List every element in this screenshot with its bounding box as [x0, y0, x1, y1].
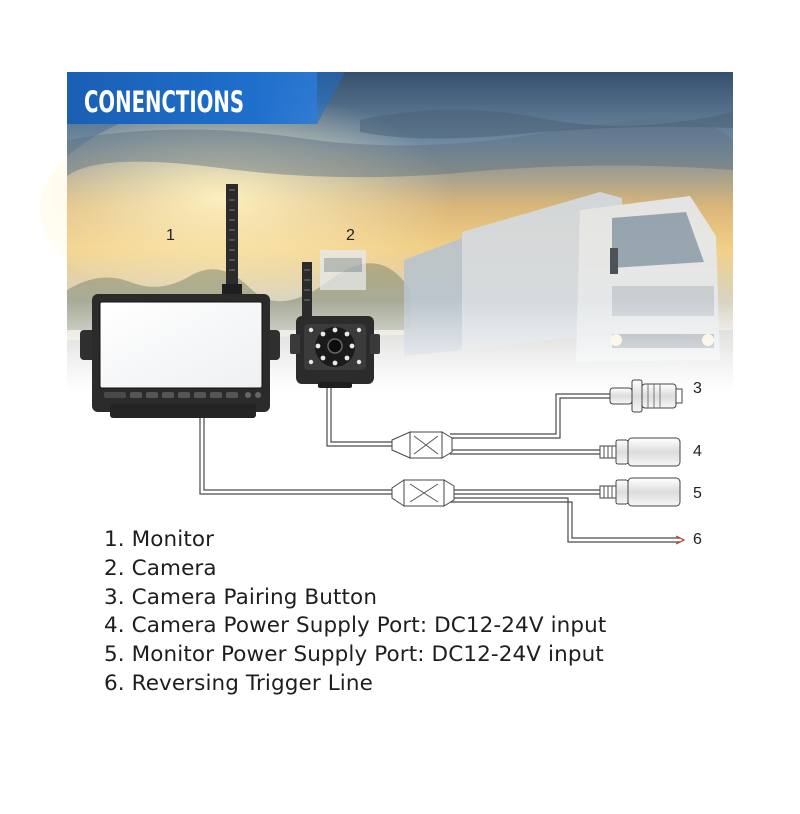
callout-trigger-line: 6 — [693, 531, 702, 548]
small-truck-illustration — [320, 250, 366, 290]
camera-splitter — [391, 431, 453, 459]
legend-item-camera-power: 4. Camera Power Supply Port: DC12-24V in… — [104, 613, 607, 639]
legend-item-trigger-line: 6. Reversing Trigger Line — [104, 670, 373, 696]
camera-power-jack — [599, 437, 681, 467]
legend-item-camera: 2. Camera — [104, 555, 217, 581]
camera-ir-leds — [308, 327, 362, 366]
legend-item-monitor-power: 5. Monitor Power Supply Port: DC12-24V i… — [104, 642, 604, 668]
trigger-line-end — [675, 535, 686, 545]
callout-camera: 2 — [346, 227, 355, 244]
legend-item-pairing-button: 3. Camera Pairing Button — [104, 584, 378, 610]
monitor-splitter — [391, 479, 455, 507]
pairing-button-connector — [609, 379, 683, 413]
monitor-antenna — [222, 184, 242, 294]
camera-illustration — [290, 262, 380, 388]
cables — [199, 388, 680, 543]
monitor-power-jack — [599, 477, 681, 507]
callout-monitor: 1 — [166, 227, 175, 244]
callout-monitor-power: 5 — [693, 485, 702, 502]
callout-pairing-button: 3 — [693, 380, 702, 397]
legend-item-monitor: 1. Monitor — [104, 527, 215, 552]
camera-antenna — [302, 262, 312, 316]
callout-camera-power: 4 — [693, 443, 702, 460]
header-banner: CONENCTIONS — [67, 72, 345, 124]
header-title: CONENCTIONS — [84, 85, 244, 119]
monitor-illustration — [80, 184, 280, 418]
monitor-buttons — [104, 392, 261, 398]
legend-list: 1. Monitor 2. Camera 3. Camera Pairing B… — [104, 526, 606, 699]
